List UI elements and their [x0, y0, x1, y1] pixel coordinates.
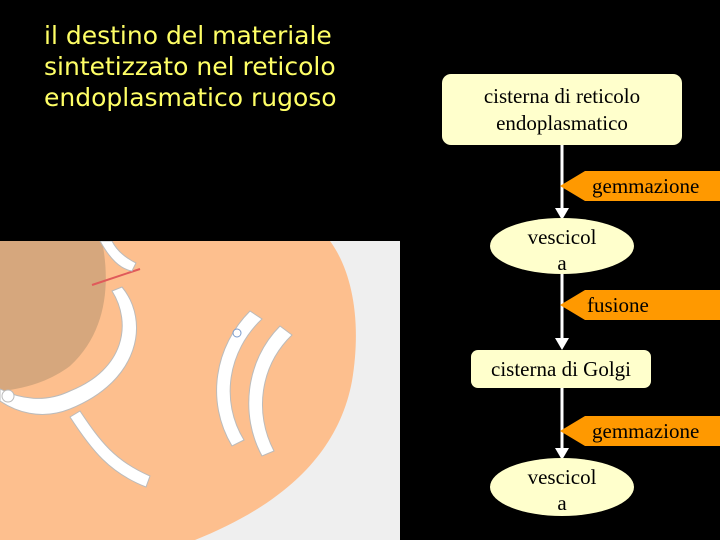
vescicola-1-line-1: vescicol: [527, 225, 597, 249]
arrow-head-3: [555, 448, 569, 460]
small-vesicle: [1, 389, 15, 403]
title-line-3: endoplasmatico rugoso: [44, 83, 337, 112]
membrane-mark: [91, 268, 141, 286]
cell-illustration: [0, 241, 400, 540]
er-box-line-2: endoplasmatico: [496, 110, 628, 135]
fusione-tag: [560, 290, 720, 320]
vescicola-ellipse-1: vescicol a: [490, 218, 634, 275]
small-vesicle: [232, 328, 242, 338]
nucleus: [0, 241, 106, 391]
golgi-box: cisterna di Golgi: [471, 350, 651, 388]
fusione-label: fusione: [587, 293, 649, 317]
vescicola-ellipse-2: vescicol a: [490, 458, 634, 516]
arrow-head-2: [555, 338, 569, 350]
er-box-line-1: cisterna di reticolo: [483, 83, 641, 108]
gemmazione-label-2: gemmazione: [592, 419, 700, 443]
slide-title: il destino del materiale sintetizzato ne…: [44, 20, 404, 113]
gemmazione-tag-2: [560, 416, 720, 446]
gemmazione-label-1: gemmazione: [592, 174, 700, 198]
title-line-2: sintetizzato nel reticolo: [44, 52, 336, 81]
vesicle-curve: [69, 410, 151, 488]
golgi-stack-2: [248, 325, 293, 457]
vescicola-2-line-2: a: [557, 491, 567, 515]
vescicola-2-line-1: vescicol: [527, 465, 597, 489]
title-line-1: il destino del materiale: [44, 21, 332, 50]
er-cisterna-box: cisterna di reticolo endoplasmatico: [442, 74, 682, 145]
gemmazione-tag-1: [560, 171, 720, 201]
golgi-stack-1: [216, 310, 263, 447]
vescicola-1-line-2: a: [557, 251, 567, 275]
arrow-head-1: [555, 208, 569, 220]
er-cisterna-curved: [0, 286, 137, 415]
er-cisterna: [99, 241, 137, 272]
